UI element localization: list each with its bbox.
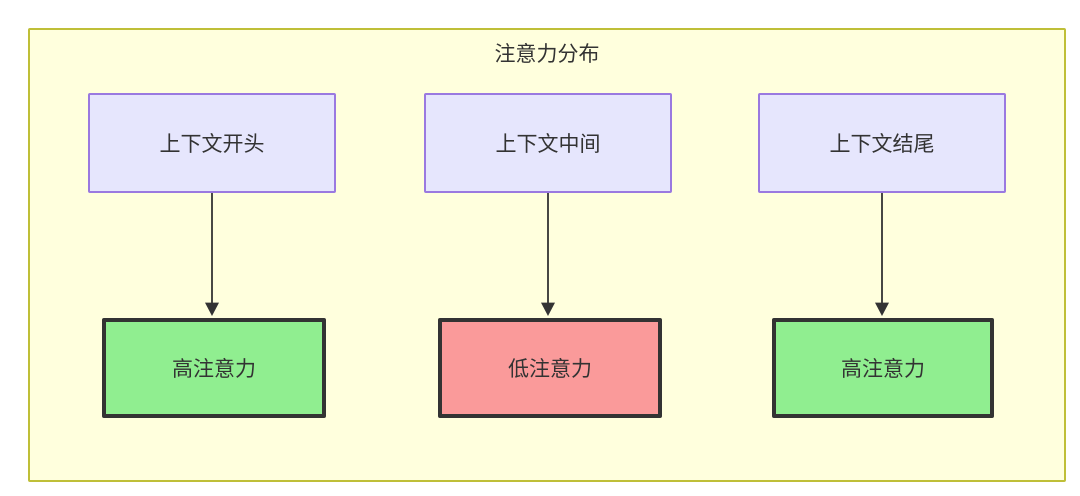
node-high-attention-end[interactable]: 高注意力 <box>772 318 994 418</box>
node-context-end[interactable]: 上下文结尾 <box>758 93 1006 193</box>
node-context-middle-label: 上下文中间 <box>495 133 601 156</box>
node-context-end-label: 上下文结尾 <box>829 133 935 156</box>
node-low-attention-middle-label: 低注意力 <box>508 358 592 381</box>
node-low-attention-middle[interactable]: 低注意力 <box>438 318 662 418</box>
node-high-attention-start[interactable]: 高注意力 <box>102 318 326 418</box>
subgraph-title: 注意力分布 <box>494 43 600 66</box>
node-high-attention-start-label: 高注意力 <box>172 358 256 381</box>
node-context-middle[interactable]: 上下文中间 <box>424 93 672 193</box>
node-context-start-label: 上下文开头 <box>159 133 265 156</box>
node-context-start[interactable]: 上下文开头 <box>88 93 336 193</box>
node-high-attention-end-label: 高注意力 <box>841 358 925 381</box>
